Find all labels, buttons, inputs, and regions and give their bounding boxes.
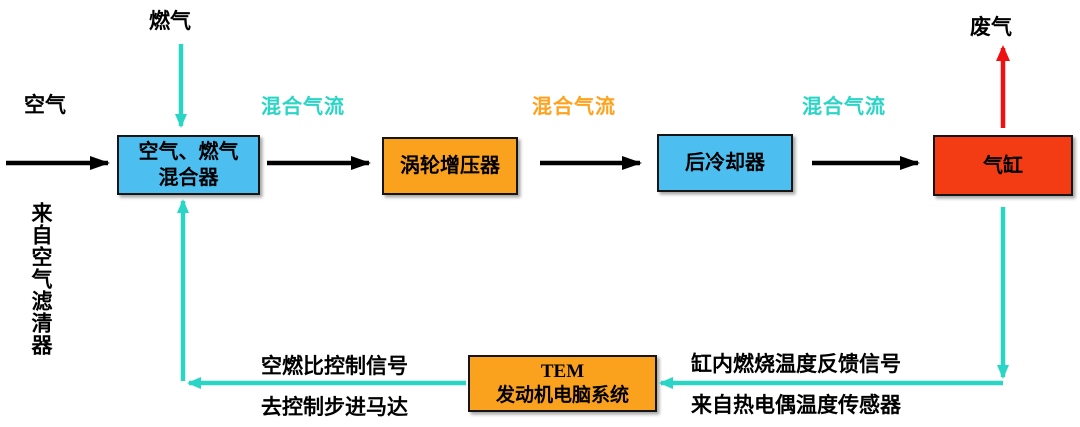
label-mixed-flow-2: 混合气流 (532, 96, 616, 118)
label-air: 空气 (24, 93, 66, 117)
label-combustion-temp-feedback: 缸内燃烧温度反馈信号 (691, 352, 901, 376)
label-afr-control-signal: 空燃比控制信号 (261, 354, 408, 378)
label-mixed-flow-3: 混合气流 (802, 96, 886, 118)
label-exhaust-gas: 废气 (970, 15, 1012, 39)
label-from-air-filter: 来自空气滤清器 (29, 202, 53, 356)
label-mixed-flow-1: 混合气流 (261, 96, 345, 118)
node-cylinder: 气缸 (933, 135, 1073, 196)
label-to-stepper-motor: 去控制步进马达 (261, 395, 408, 419)
node-tem-engine-computer: TEM 发动机电脑系统 (468, 355, 657, 412)
label-fuel-gas: 燃气 (149, 9, 191, 33)
node-air-gas-mixer: 空气、燃气 混合器 (117, 135, 260, 195)
label-from-thermocouple-sensor: 来自热电偶温度传感器 (691, 393, 901, 417)
node-turbocharger: 涡轮增压器 (382, 137, 518, 195)
node-aftercooler: 后冷却器 (657, 134, 793, 192)
